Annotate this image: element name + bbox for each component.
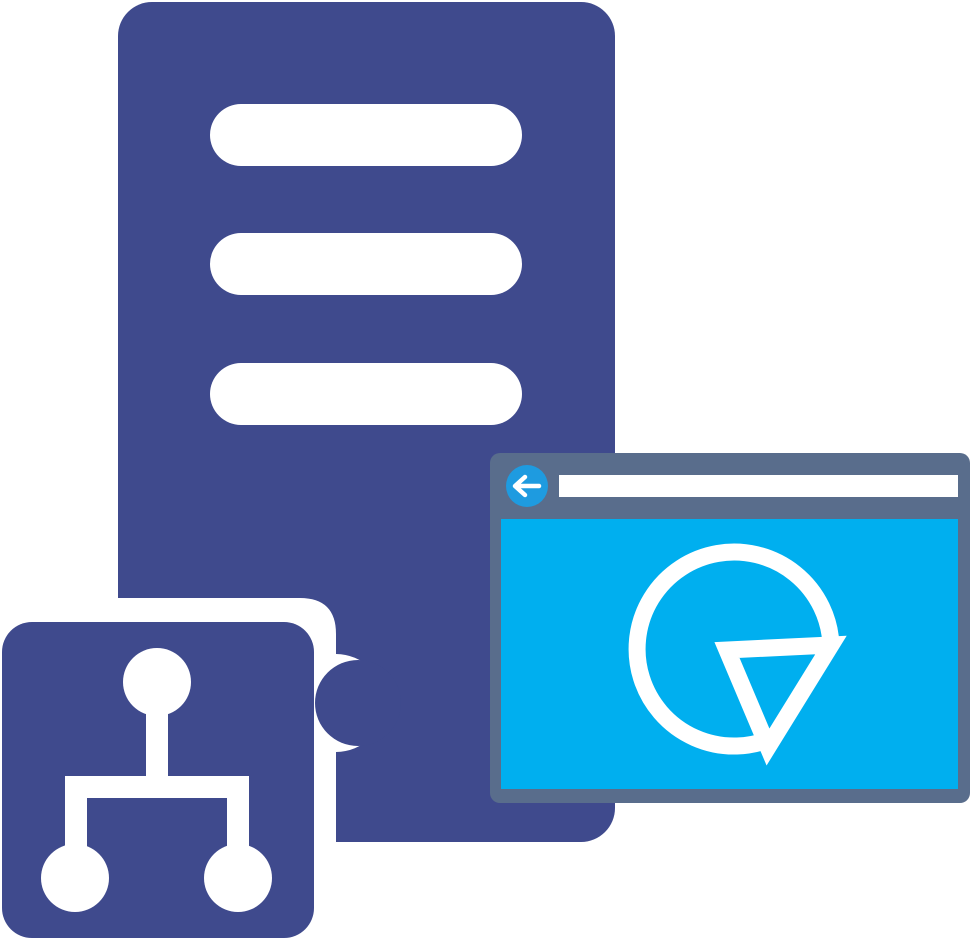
puzzle-knob: [315, 660, 401, 746]
network-link-left: [65, 776, 87, 856]
puzzle-piece-icon: [0, 598, 401, 940]
app-logo-icon: [628, 543, 847, 766]
address-bar: [559, 475, 958, 497]
server-slot-2: [210, 233, 522, 295]
network-tree-icon: [41, 648, 272, 912]
network-node-top: [123, 648, 191, 716]
network-node-left: [41, 844, 109, 912]
back-arrow-icon[interactable]: [506, 465, 548, 507]
network-link-vertical: [146, 710, 168, 784]
network-link-horizontal: [65, 776, 249, 798]
browser-window-icon: [490, 453, 970, 803]
server-slot-1: [210, 104, 522, 166]
network-link-right: [227, 776, 249, 856]
network-node-right: [204, 844, 272, 912]
server-slot-3: [210, 363, 522, 425]
